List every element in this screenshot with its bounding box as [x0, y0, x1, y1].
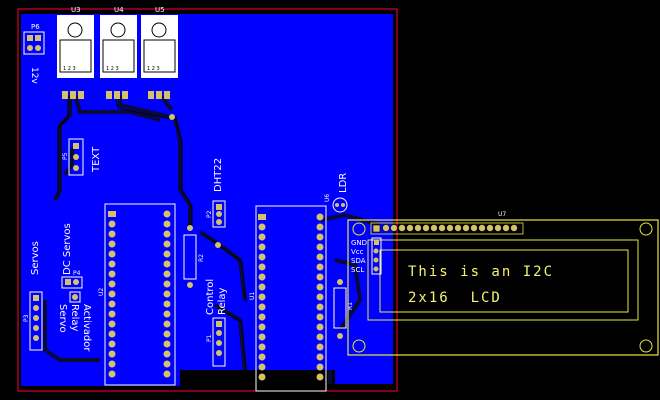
label-dc-servos: DC Servos — [62, 223, 73, 275]
label-p6: P6 — [31, 23, 40, 31]
p6-header — [23, 31, 45, 55]
via — [215, 242, 221, 248]
board-outline — [17, 8, 398, 392]
p3-header — [29, 291, 43, 351]
label-control: Control — [205, 279, 216, 315]
regulator-u3: 1 2 3 — [57, 15, 94, 78]
label-p3: P3 — [23, 314, 30, 322]
resistor-r1 — [333, 279, 347, 339]
label-u1: U1 — [249, 292, 256, 300]
label-gnd: GND — [351, 239, 367, 247]
label-u3: U3 — [71, 6, 81, 14]
label-p5: P5 — [62, 152, 69, 160]
p2-header — [212, 200, 226, 228]
ldr-icon — [332, 197, 348, 213]
trace-black — [57, 95, 247, 373]
label-r2: R2 — [198, 254, 205, 262]
svg-text:1 2 3: 1 2 3 — [106, 66, 119, 72]
dip-socket-u1 — [255, 205, 327, 392]
label-u2: U2 — [98, 288, 105, 296]
lcd-line-2: 2x16 LCD — [408, 290, 502, 306]
svg-text:1 2 3: 1 2 3 — [147, 66, 160, 72]
label-p2: P2 — [206, 210, 213, 218]
label-activador: Activador — [81, 304, 92, 352]
label-servos: Servos — [30, 241, 41, 275]
resistor-r2 — [183, 225, 197, 288]
label-u5: U5 — [155, 6, 165, 14]
label-ldr: LDR — [338, 173, 349, 193]
label-r1: R1 — [347, 302, 354, 310]
label-scl: SCL — [351, 266, 364, 274]
label-u7: U7 — [498, 211, 506, 218]
p4-header — [61, 276, 83, 289]
p5-header — [68, 138, 84, 176]
lcd-module-icon — [347, 219, 659, 356]
label-vcc: Vcc — [351, 248, 364, 256]
regulator-pads — [62, 91, 170, 99]
dip-socket-u2 — [104, 203, 176, 386]
label-servo: Servo — [57, 304, 68, 333]
label-12v: 12v — [29, 67, 39, 84]
lcd-line-1: This is an I2C — [408, 264, 554, 280]
svg-text:1 2 3: 1 2 3 — [63, 66, 76, 72]
label-relay: Relay — [69, 304, 80, 332]
label-u6: U6 — [324, 194, 331, 202]
label-sda: SDA — [351, 257, 366, 265]
label-p4: P4 — [73, 270, 81, 277]
p1-header — [212, 317, 226, 367]
regulator-u4: 1 2 3 — [100, 15, 137, 78]
label-text: TEXT — [91, 146, 102, 173]
label-u4: U4 — [114, 6, 124, 14]
trace-isolation — [43, 93, 381, 384]
via — [169, 114, 175, 120]
label-dht22: DHT22 — [213, 158, 224, 192]
regulator-u5: 1 2 3 — [141, 15, 178, 78]
label-p1: P1 — [206, 334, 213, 342]
activador-header — [69, 291, 81, 303]
label-relay-control: Relay — [217, 287, 228, 315]
